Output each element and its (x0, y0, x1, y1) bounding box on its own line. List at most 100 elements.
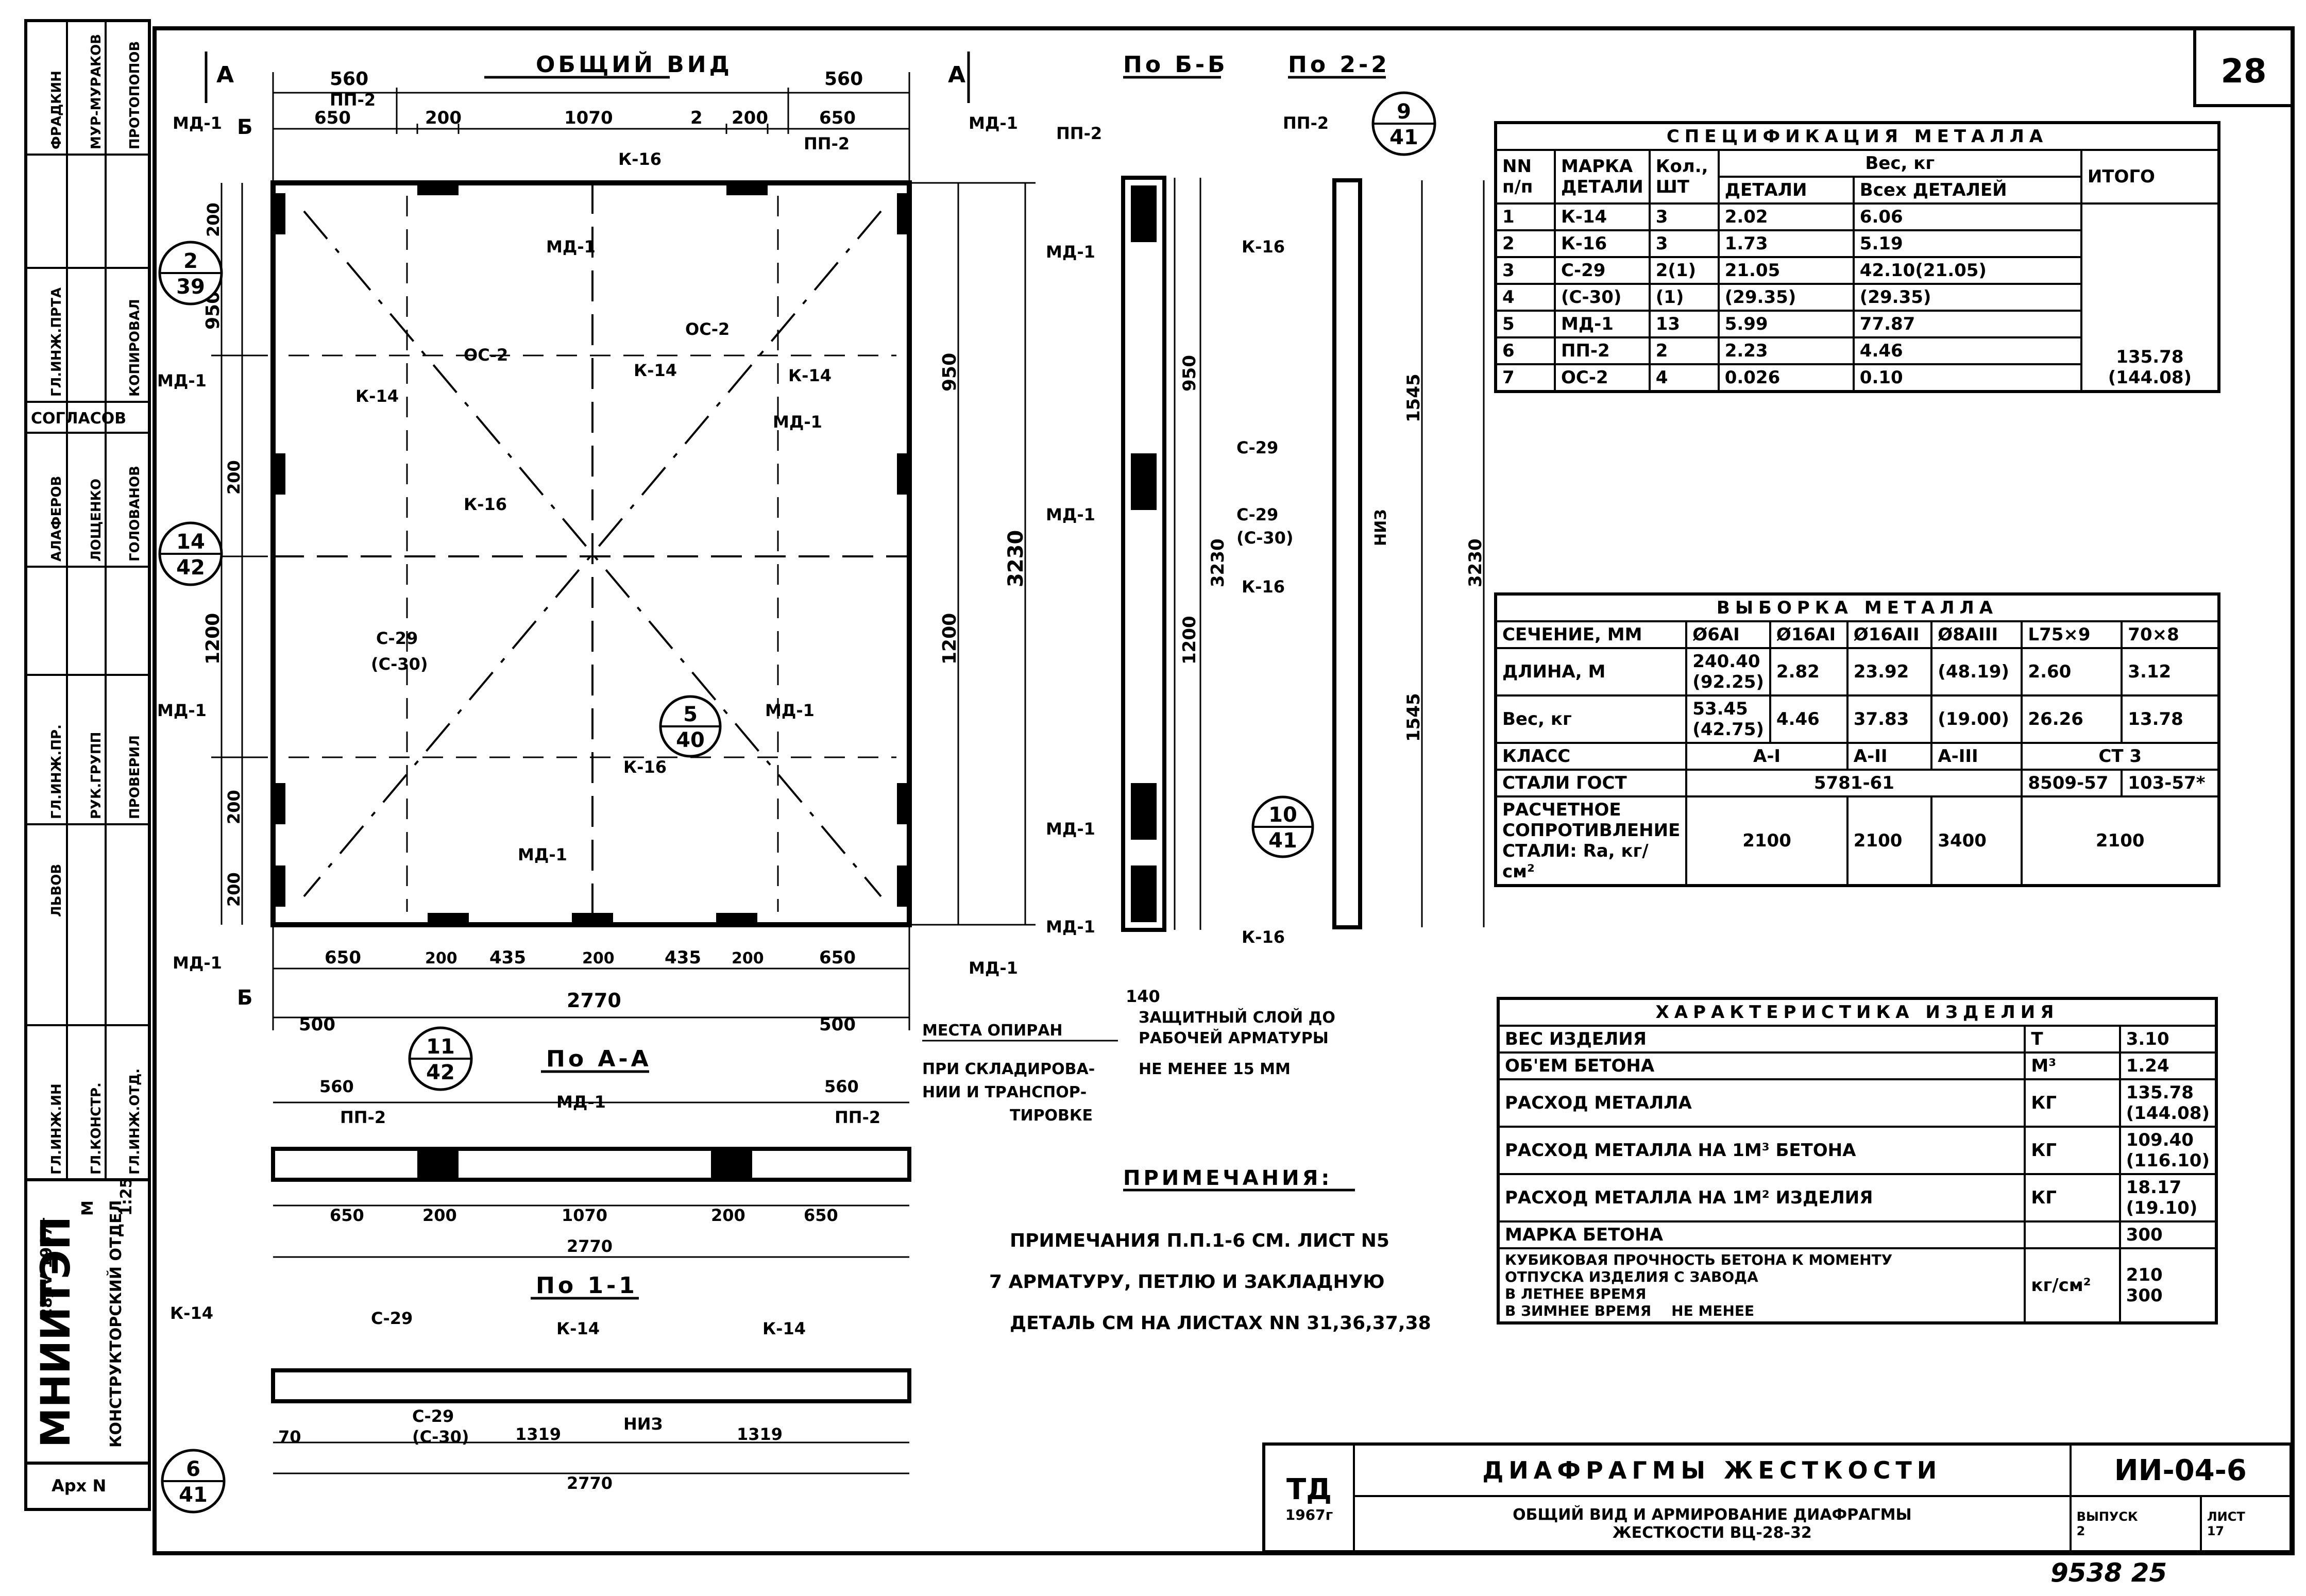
label-pp2: ПП-2 (340, 1108, 386, 1127)
total-value-alt: (144.08) (2108, 367, 2192, 388)
cell: 37.83 (1846, 694, 1933, 744)
dim-label: 950 (1179, 355, 1200, 392)
cell: 4.46 (1852, 336, 2082, 365)
remarks-line: ПРИМЕЧАНИЯ П.П.1-6 СМ. ЛИСТ N5 (1010, 1230, 1389, 1251)
strength-text: КУБИКОВАЯ ПРОЧНОСТЬ БЕТОНА К МОМЕНТУ (1505, 1251, 1893, 1268)
sheet-number-box (2193, 27, 2294, 107)
row-header: КЛАСС (1494, 742, 1688, 771)
cell: 2.02 (1717, 202, 1855, 231)
strength-winter-value: 300 (2126, 1285, 2163, 1306)
dim-label: 200 (425, 108, 462, 128)
row-header: РАСЧЕТНОЕ СОПРОТИВЛЕНИЕ СТАЛИ: Rа, кг/см… (1494, 795, 1688, 887)
label-k16: К-16 (623, 757, 667, 777)
label-md1: МД-1 (765, 701, 815, 720)
label-k16: К-16 (464, 495, 507, 514)
label-md1: МД-1 (969, 958, 1018, 978)
col-header: L75×9 (2021, 620, 2123, 649)
label-md1: МД-1 (173, 113, 222, 133)
dim-label: 650 (819, 947, 856, 968)
dim-label: 200 (711, 1206, 745, 1225)
section-22 (1332, 178, 1485, 929)
role-name: ФРАДКИН (49, 71, 64, 149)
cell: КГ (2024, 1126, 2121, 1175)
row-header: СТАЛИ ГОСТ (1494, 769, 1688, 797)
dims-bottom (272, 927, 910, 1030)
cell: СТ 3 (2021, 742, 2220, 771)
label-pp2: ПП-2 (1056, 124, 1102, 143)
cell: 2.82 (1769, 647, 1849, 697)
label-os2: ОС-2 (464, 345, 508, 365)
callout-bottom: 41 (179, 1483, 208, 1507)
cell: А-II (1846, 742, 1933, 771)
cell: 4 (1495, 283, 1556, 312)
callout-top: 6 (186, 1457, 200, 1481)
dim-label: 650 (314, 108, 351, 128)
cell: А-III (1930, 742, 2023, 771)
label-md1: МД-1 (1046, 917, 1095, 937)
dim-label: 200 (422, 1206, 457, 1225)
dim-label: 2770 (567, 1236, 613, 1256)
support-note: НИИ И ТРАНСПОР- (922, 1083, 1087, 1101)
cell: 103-57* (2121, 769, 2220, 797)
title-block: ТД 1967г ДИАФРАГМЫ ЖЕСТКОСТИ ИИ-04-6 ОБЩ… (1262, 1442, 2293, 1553)
cell: 300 (2118, 1220, 2218, 1249)
strength-winter: В ЗИМНЕЕ ВРЕМЯ НЕ МЕНЕЕ (1505, 1302, 2019, 1319)
spec-header: МАРКА ДЕТАЛИ (1554, 149, 1651, 205)
cell: (48.19) (1930, 647, 2023, 697)
cell: 2100 (1685, 795, 1849, 887)
cell: ОС-2 (1554, 363, 1651, 393)
cell: РАСХОД МЕТАЛЛА НА 1М² ИЗДЕЛИЯ (1497, 1173, 2026, 1223)
cell: 1.73 (1717, 229, 1855, 258)
callout-top: 2 (183, 249, 198, 273)
sheet-number: 28 (2220, 53, 2266, 91)
label-k14: К-14 (170, 1303, 213, 1323)
label-k16: К-16 (1242, 927, 1285, 947)
row-header: СЕЧЕНИЕ, ММ (1494, 620, 1688, 649)
cell: 5 (1495, 310, 1556, 338)
label-k14: К-14 (634, 361, 677, 380)
winter-label: В ЗИМНЕЕ ВРЕМЯ (1505, 1302, 1652, 1319)
role-name: ПРОТОПОПОВ (127, 41, 143, 149)
callout-top: 5 (683, 703, 698, 726)
role-title: ГЛ.ИНЖ.ИН (49, 1083, 64, 1175)
dim-label: 1545 (1403, 373, 1424, 422)
embedded-plates (274, 184, 908, 924)
label-k14: К-14 (355, 386, 399, 406)
dim-label: 200 (224, 872, 244, 907)
cell: (С-30) (1554, 283, 1651, 312)
cell: 0.026 (1717, 363, 1855, 393)
callout-top: 11 (426, 1035, 455, 1059)
section-aa-labels: 560 560 ПП-2 МД-1 ПП-2 650 200 1070 200 … (319, 1077, 880, 1256)
col-header: Ø6АI (1685, 620, 1771, 649)
dim-label: 200 (425, 949, 457, 967)
section-bb-plates (1131, 185, 1157, 922)
table-row: КЛАСС А-I А-II А-III СТ 3 (1494, 742, 2220, 771)
label-pp2: ПП-2 (804, 134, 850, 154)
section-aa-title: По А-А (546, 1046, 652, 1072)
spec-header: NN п/п (1495, 149, 1556, 205)
cell: МД-1 (1554, 310, 1651, 338)
spec-header: Кол., ШТ (1648, 149, 1720, 205)
label-nz: НИЗ (1372, 509, 1390, 546)
cell: 240.40 (92.25) (1685, 647, 1771, 697)
cell: 0.10 (1852, 363, 2082, 393)
label-md1: МД-1 (546, 237, 596, 257)
cell: КГ (2024, 1078, 2121, 1128)
dim-label: 3230 (1465, 538, 1486, 587)
spec-header: ИТОГО (2080, 149, 2220, 205)
role-title: ГЛ.ИНЖ.ПР. (49, 724, 64, 819)
label-md1: МД-1 (1046, 819, 1095, 839)
row-header: Вес, кг (1494, 694, 1688, 744)
cell: 5.99 (1717, 310, 1855, 338)
cell: ПП-2 (1554, 336, 1651, 365)
issue-cell: ВЫПУСК 2 (2069, 1495, 2202, 1553)
cell: 1.24 (2118, 1051, 2218, 1080)
